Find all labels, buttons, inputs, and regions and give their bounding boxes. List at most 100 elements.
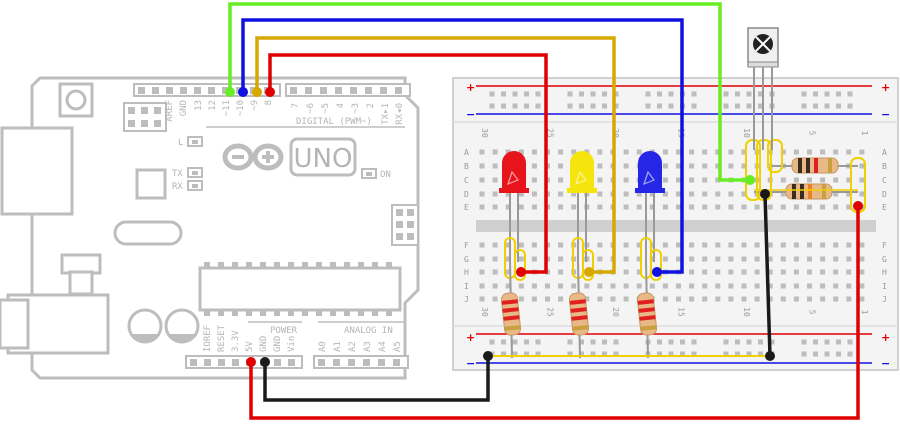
rail-minus-symbol: −: [881, 108, 890, 121]
row-letter: A: [882, 148, 887, 157]
row-letter: D: [882, 190, 887, 199]
power-pin-label: IOREF: [203, 325, 213, 352]
led-on-label: ON: [380, 170, 391, 180]
column-number: 5: [808, 310, 817, 315]
row-letter: F: [464, 241, 469, 250]
analog-pin-label: A1: [333, 341, 343, 352]
power-pin-label: GND: [259, 336, 269, 352]
wire-green-pin11: [228, 2, 750, 182]
digital-pin-label: ~5: [321, 103, 331, 114]
column-number: 10: [742, 307, 751, 317]
row-letter: G: [882, 255, 887, 264]
row-letter: E: [882, 203, 887, 212]
digital-pin-label: ~6: [306, 103, 316, 114]
wire-blue-pin10: [241, 18, 684, 274]
digital-pin-label: ~9: [250, 100, 260, 111]
resistor-receiver-1: [772, 157, 858, 174]
row-letter: B: [464, 162, 469, 171]
wires: [225, 2, 863, 420]
resistor-blue: [636, 261, 658, 359]
center-channel: [476, 220, 876, 232]
ir-receiver: [747, 27, 779, 150]
led-blue: [635, 151, 665, 281]
analog-pin-label: A3: [363, 341, 373, 352]
wire-red-pin8: [268, 53, 548, 274]
digital-pin-label: 13: [194, 100, 204, 111]
column-number: 1: [860, 310, 869, 315]
power-pin-label: RESET: [217, 324, 227, 352]
row-letter: C: [464, 176, 469, 185]
analog-pin-label: A0: [318, 341, 328, 352]
digital-pin-label: ~10: [236, 100, 246, 116]
analog-pin-label: A5: [393, 341, 403, 352]
row-letter: E: [464, 203, 469, 212]
arduino-logo-text: UNO: [294, 144, 353, 174]
resistor-yellow: [568, 261, 590, 359]
column-number: 25: [546, 128, 555, 138]
row-letter: B: [882, 162, 887, 171]
wire-yellow-pin9: [255, 36, 616, 274]
rail-plus-symbol: +: [881, 81, 890, 94]
power-pin-label: Vin: [287, 336, 297, 352]
row-letter: F: [882, 241, 887, 250]
analog-pin-label: A4: [378, 341, 388, 352]
row-letter: A: [464, 148, 469, 157]
column-number: 30: [480, 307, 489, 317]
digital-pin-label: 7: [291, 103, 301, 108]
power-pin-label: 5V: [245, 341, 255, 352]
onboard-leds: L TX RX ON: [172, 136, 391, 192]
serial-pin-label: TX▸1: [381, 103, 391, 125]
column-number: 20: [611, 307, 620, 317]
resistor-red: [500, 261, 522, 359]
row-letter: H: [464, 268, 469, 277]
column-number: 5: [808, 131, 817, 136]
row-letter: I: [882, 282, 887, 291]
rail-minus-symbol: −: [881, 357, 890, 370]
power-analog-header: POWER ANALOG IN IOREF RESET 3.3V 5V GND GND Vi…: [185, 321, 409, 369]
rail-plus-symbol: +: [466, 331, 475, 344]
rail-minus-symbol: −: [466, 357, 475, 370]
icsp-header-right: [391, 204, 419, 246]
power-header-label: POWER: [270, 326, 298, 336]
arduino-board: UNO L TX RX ON DIGITAL (PWM~) AREF GND 13 1…: [0, 76, 420, 380]
microcontroller-chip: [198, 262, 402, 316]
arduino-logo: UNO: [222, 137, 357, 177]
analog-header-label: ANALOG IN: [344, 326, 393, 336]
rail-minus-symbol: −: [466, 108, 475, 121]
wire-black-receiver-gnd: [763, 193, 772, 357]
row-letter: G: [464, 255, 469, 264]
led-yellow: [567, 151, 597, 281]
rail-plus-symbol: +: [466, 81, 475, 94]
digital-pin-label: 2: [366, 103, 376, 108]
usb-port: [0, 126, 74, 216]
column-number: 10: [742, 128, 751, 138]
digital-header-label: DIGITAL (PWM~): [296, 117, 372, 127]
digital-pin-label: 4: [336, 103, 346, 108]
digital-pin-label: ~3: [351, 103, 361, 114]
power-pin-label: 3.3V: [231, 330, 241, 352]
wire-red-5v: [249, 206, 860, 420]
led-red: [499, 151, 529, 281]
led-tx-label: TX: [172, 169, 183, 179]
digital-pin-label: AREF: [165, 100, 175, 122]
row-letter: C: [882, 176, 887, 185]
row-letter: J: [464, 295, 469, 304]
digital-pin-label: 12: [208, 100, 218, 111]
column-number: 25: [546, 307, 555, 317]
power-pin-label: GND: [273, 336, 283, 352]
digital-pin-label: GND: [179, 100, 189, 116]
row-letter: D: [464, 190, 469, 199]
row-letter: I: [464, 282, 469, 291]
serial-pin-label: RX◂0: [395, 103, 405, 125]
led-l-label: L: [178, 138, 183, 148]
icsp-header-left: [123, 102, 167, 132]
rail-plus-symbol: +: [881, 331, 890, 344]
row-letter: J: [882, 295, 887, 304]
digital-pin-label: ~11: [222, 100, 232, 116]
wire-black-gnd: [263, 356, 490, 402]
led-rx-label: RX: [172, 182, 183, 192]
column-number: 30: [480, 128, 489, 138]
row-letter: H: [882, 268, 887, 277]
